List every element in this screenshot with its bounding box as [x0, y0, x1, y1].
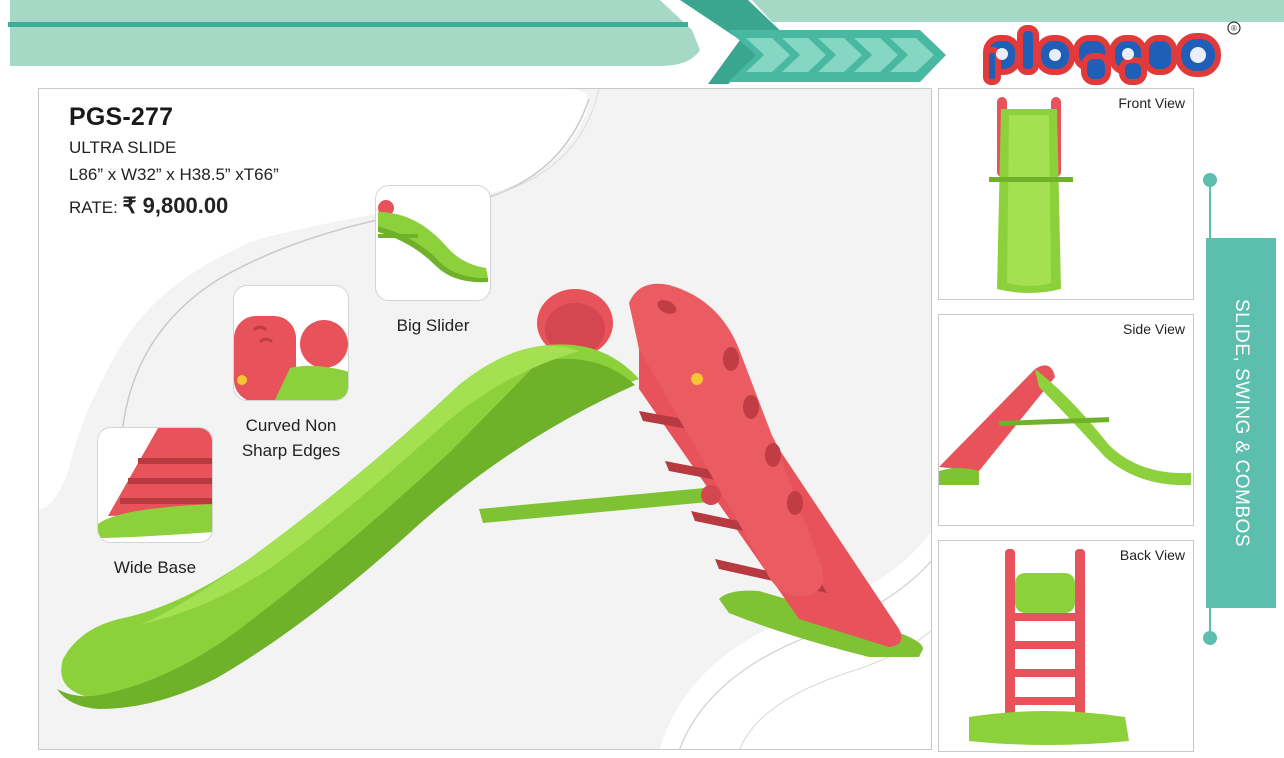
header-banner — [0, 0, 1284, 84]
header-band-left — [0, 0, 700, 66]
chevron-arrows-icon — [746, 38, 934, 72]
feature-label-big-slider: Big Slider — [396, 316, 470, 335]
header-band-stripe — [8, 22, 688, 27]
page-header — [0, 0, 1284, 90]
feature-label-line2: Sharp Edges — [241, 441, 341, 460]
back-view-panel: Back View — [938, 540, 1194, 752]
feature-curved-edges: Curved Non Sharp Edges — [233, 285, 349, 460]
front-view-label: Front View — [1118, 95, 1185, 111]
feature-thumb-big-slider — [375, 185, 491, 301]
slide-thumbnail-image — [378, 200, 488, 283]
feature-label-curved-edges: Curved Non Sharp Edges — [211, 413, 371, 463]
side-view-panel: Side View — [938, 314, 1194, 526]
feature-label-line1: Curved Non — [245, 416, 337, 435]
side-view-image — [939, 365, 1191, 486]
wide-base-thumbnail-image — [98, 428, 212, 538]
back-view-image — [969, 549, 1129, 745]
side-view-label: Side View — [1122, 321, 1185, 337]
product-name: ULTRA SLIDE — [69, 138, 177, 157]
category-tab — [1206, 238, 1276, 608]
feature-wide-base: Wide Base — [97, 427, 213, 577]
feature-label-wide-base: Wide Base — [113, 558, 197, 577]
curved-edge-thumbnail-image — [234, 316, 348, 400]
rate-label: RATE: — [69, 198, 118, 217]
feature-thumb-curved-edges — [233, 285, 349, 401]
header-band-right — [672, 0, 1284, 22]
playgro-logo: ® — [983, 21, 1241, 85]
category-tab-text: SLIDE, SWING & COMBOS — [1206, 238, 1276, 608]
front-view-panel: Front View — [938, 88, 1194, 300]
ultra-slide-product-image — [57, 283, 924, 709]
rate-value: ₹ 9,800.00 — [122, 193, 229, 218]
header-diagonal-accent — [680, 0, 790, 84]
registered-mark: ® — [1231, 24, 1237, 33]
back-view-label: Back View — [1119, 547, 1185, 563]
product-code: PGS-277 — [69, 103, 174, 131]
category-label: SLIDE, SWING & COMBOS — [1231, 298, 1253, 548]
product-dimensions: L86” x W32” x H38.5” xT66” — [69, 165, 279, 184]
feature-big-slider: Big Slider — [375, 185, 491, 335]
feature-thumb-wide-base — [97, 427, 213, 543]
front-view-image — [989, 97, 1073, 293]
product-main-panel: PGS-277 ULTRA SLIDE L86” x W32” x H38.5”… — [38, 88, 932, 750]
product-rate: RATE: ₹ 9,800.00 — [69, 193, 228, 219]
